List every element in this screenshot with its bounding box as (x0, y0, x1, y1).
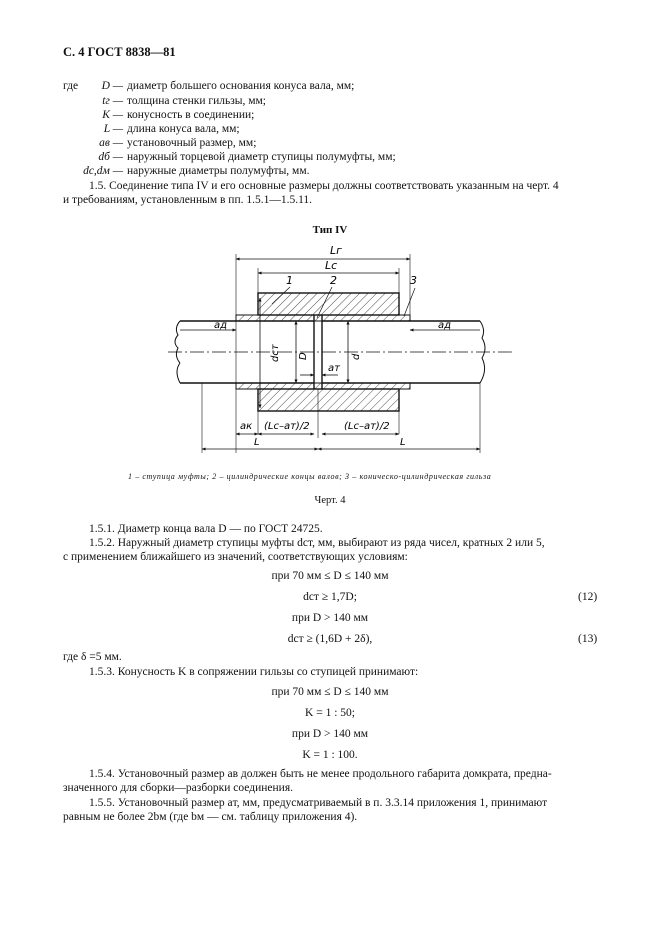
label-2: 2 (330, 274, 337, 287)
coupling-hub (257, 292, 400, 412)
definition-symbol: aв — (99, 137, 123, 149)
clause-1-5-5-line1: 1.5.5. Установочный размер aт, мм, преду… (89, 797, 548, 809)
definition-text: длина конуса вала, мм; (127, 123, 240, 135)
equation-13-number: (13) (578, 633, 598, 645)
delta-note: где δ =5 мм. (63, 651, 122, 663)
definition-prefix: где (63, 80, 79, 92)
condition-4: при D > 140 мм (291, 728, 369, 740)
label-at: aт (328, 363, 341, 374)
paragraph-1-5-line2: и требованиям, установленным в пп. 1.5.1… (63, 194, 313, 206)
clause-1-5-2-line1: 1.5.2. Наружный диаметр ступицы муфты dс… (89, 537, 545, 549)
label-ad-left: aд (214, 320, 227, 331)
label-lc: Lс (325, 259, 337, 272)
page-header: С. 4 ГОСТ 8838—81 (63, 45, 176, 59)
clause-1-5-4-line1: 1.5.4. Установочный размер aв должен быт… (89, 768, 552, 780)
label-L-left: L (254, 437, 260, 448)
label-dct: dст (270, 343, 281, 362)
condition-1: при 70 мм ≤ D ≤ 140 мм (271, 570, 389, 582)
equation-12-number: (12) (578, 591, 598, 603)
equation-12: dст ≥ 1,7D; (303, 591, 357, 603)
definition-text: диаметр большего основания конуса вала, … (127, 80, 355, 92)
taper-ratio-2: K = 1 : 100. (302, 749, 358, 761)
definition-symbol: dб — (98, 151, 123, 163)
equation-13: dст ≥ (1,6D + 2δ), (287, 633, 373, 645)
label-ak: aк (240, 421, 252, 432)
definition-text: установочный размер, мм; (127, 137, 257, 149)
label-half-left: (Lс–aт)/2 (264, 421, 310, 432)
figure-label: Черт. 4 (314, 495, 346, 506)
taper-ratio-1: K = 1 : 50; (305, 707, 355, 719)
condition-2: при D > 140 мм (291, 612, 369, 624)
clause-1-5-5-line2: равным не более 2bм (где bм — см. таблиц… (63, 811, 358, 823)
definition-symbol: tг — (102, 95, 123, 107)
label-ad-right: aд (438, 320, 451, 331)
definition-symbol: L — (103, 123, 123, 135)
definition-symbol: dс,dм — (83, 165, 123, 177)
label-3: 3 (410, 274, 417, 287)
clause-1-5-4-line2: значенного для сборки—разборки соединени… (63, 782, 293, 794)
paragraph-1-5-line1: 1.5. Соединение типа IV и его основные р… (89, 180, 559, 192)
definition-text: наружный торцевой диаметр ступицы полуму… (127, 151, 396, 163)
label-lr: Lг (330, 244, 342, 257)
label-L-right: L (400, 437, 406, 448)
definition-text: наружные диаметры полумуфты, мм. (127, 165, 310, 177)
coupling-drawing: Lг Lс 1 2 3 aд aд dст D d aт aк (Lс–aт)/… (168, 244, 512, 453)
figure-title: Тип IV (312, 224, 348, 236)
label-half-right: (Lс–aт)/2 (344, 421, 390, 432)
label-D: D (298, 352, 309, 360)
definition-symbol: K — (102, 109, 123, 121)
clause-1-5-1: 1.5.1. Диаметр конца вала D — по ГОСТ 24… (89, 523, 323, 535)
label-d: d (351, 353, 362, 360)
clause-1-5-3: 1.5.3. Конусность K в сопряжении гильзы … (89, 666, 419, 678)
definition-symbol: D — (101, 80, 123, 92)
definition-text: толщина стенки гильзы, мм; (127, 95, 266, 107)
definition-text: конусность в соединении; (127, 109, 255, 121)
label-1: 1 (286, 274, 293, 287)
condition-3: при 70 мм ≤ D ≤ 140 мм (271, 686, 389, 698)
figure-caption: 1 – ступица муфты; 2 – цилиндрические ко… (128, 472, 492, 481)
clause-1-5-2-line2: с применением ближайшего из значений, со… (63, 551, 408, 563)
